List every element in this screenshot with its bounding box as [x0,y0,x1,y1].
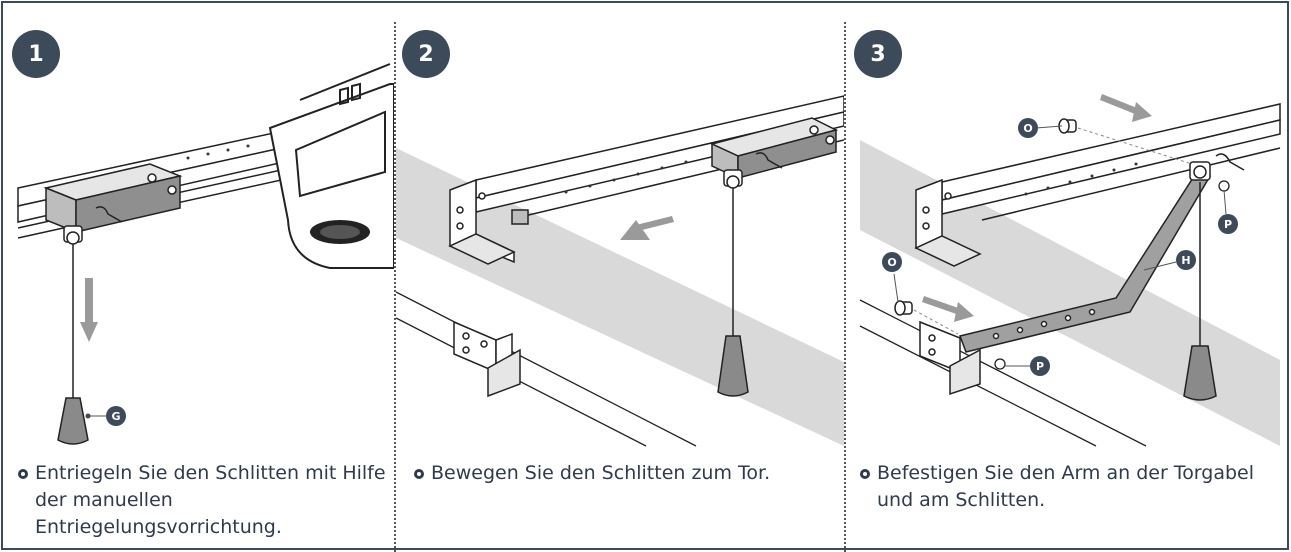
step-caption-3: Befestigen Sie den Arm an der Torgabel u… [860,460,1280,514]
step-1-illustration: G [17,63,394,445]
step-number-badge-3: 3 [854,30,902,78]
bullet-icon [18,469,28,479]
step-number-badge-1: 1 [12,30,60,78]
label-h-marker [1176,250,1196,270]
label-p1: P [1224,218,1232,231]
label-o2-marker [882,252,902,272]
step-panel-3: 3 [846,0,1289,552]
step-number-badge-2: 2 [402,30,450,78]
label-h: H [1181,254,1190,267]
label-o2: O [887,256,896,269]
label-g: G [111,410,120,423]
label-g-marker [106,406,126,426]
step-2-illustration [396,95,844,447]
panel-divider-1 [394,22,396,552]
label-p2-marker [1030,356,1050,376]
step-caption-1: Entriegeln Sie den Schlitten mit Hilfe d… [18,460,388,541]
label-p1-marker [1218,214,1238,234]
bullet-icon [414,469,424,479]
bullet-icon [860,469,870,479]
step-panel-1: 1 [0,0,394,552]
label-o1-marker [1018,118,1038,138]
step-3-illustration: O P O H P [859,94,1281,447]
panel-divider-2 [844,22,846,552]
label-p2: P [1036,360,1044,373]
step-caption-2: Bewegen Sie den Schlitten zum Tor. [414,460,834,487]
step-panel-2: 2 [396,0,844,552]
label-o1: O [1023,122,1032,135]
